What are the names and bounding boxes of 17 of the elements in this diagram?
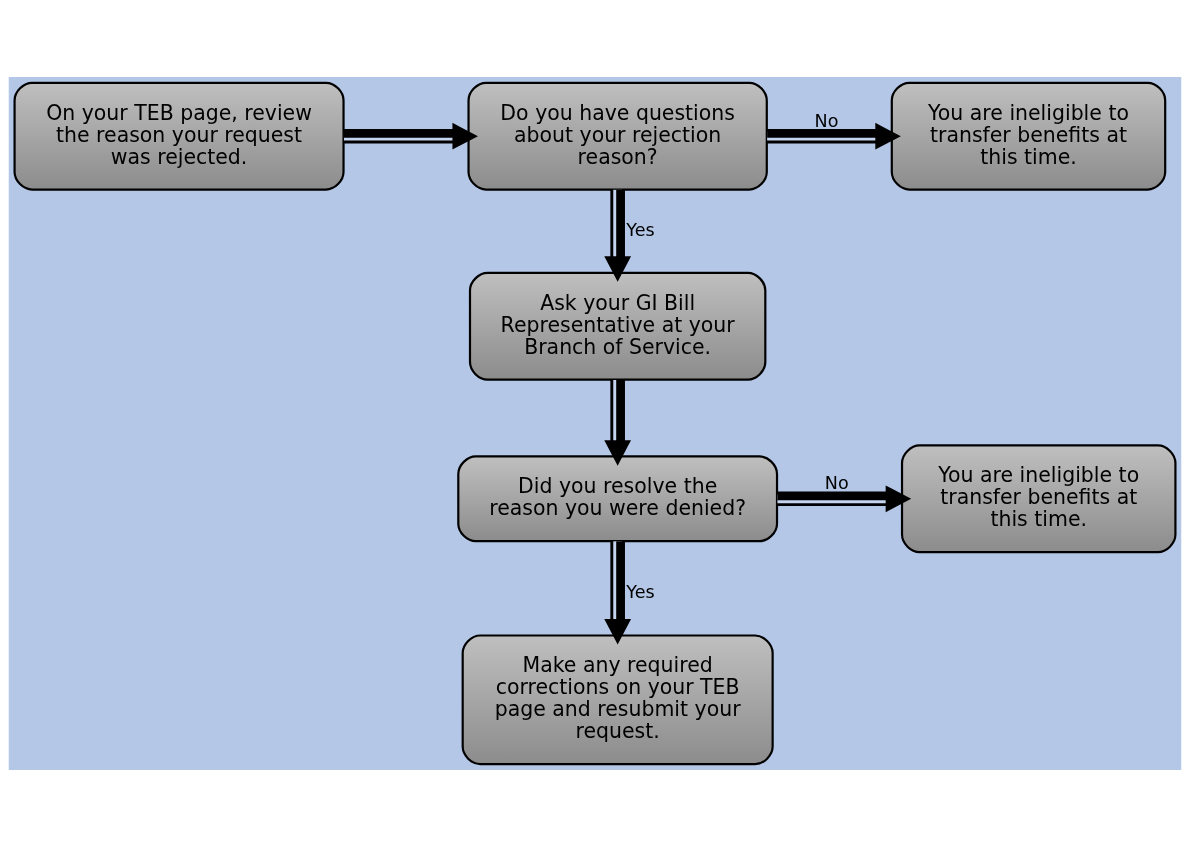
arrow	[777, 485, 912, 513]
node-box: Did you resolve the reason you were denied?	[457, 455, 779, 543]
node-box: Ask your GI Bill Representative at your Branch of Service.	[468, 271, 767, 381]
arrow	[604, 541, 632, 645]
node-box: On your TEB page, review the reason your request was rejected.	[13, 81, 345, 191]
node-box: Do you have questions about your rejection reason?	[467, 81, 768, 191]
node-box: You are ineligible to transfer benefits at this time.	[890, 81, 1167, 191]
node-box: You are ineligible to transfer benefits at this time.	[900, 444, 1177, 554]
arrow	[343, 122, 478, 150]
arrow	[767, 122, 901, 150]
node-box: Make any required corrections on your TEB page and resubmit your request.	[461, 634, 774, 766]
arrow	[604, 189, 632, 282]
arrow	[604, 380, 632, 466]
edge-label: Yes	[626, 582, 655, 603]
edge-label: No	[814, 110, 839, 131]
edge-label: Yes	[626, 219, 655, 240]
edge-label: No	[824, 473, 849, 494]
